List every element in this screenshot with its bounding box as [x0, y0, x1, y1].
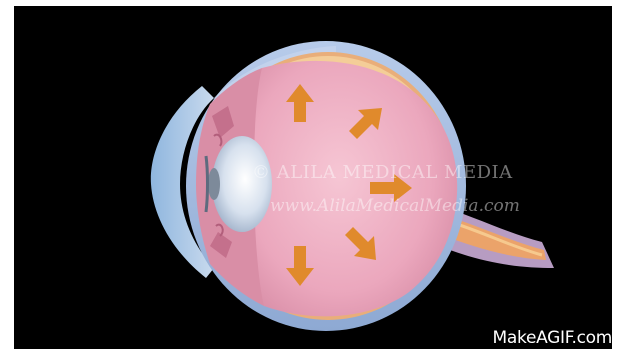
eye-illustration: © ALILA MEDICAL MEDIA www.AlilaMedicalMe…	[14, 6, 612, 349]
lens	[212, 136, 272, 232]
watermark-line2: www.AlilaMedicalMedia.com	[270, 196, 520, 216]
makeagif-credit: MakeAGIF.com	[493, 328, 612, 348]
watermark-line1: © ALILA MEDICAL MEDIA	[252, 162, 513, 183]
animation-frame: © ALILA MEDICAL MEDIA www.AlilaMedicalMe…	[14, 6, 612, 349]
